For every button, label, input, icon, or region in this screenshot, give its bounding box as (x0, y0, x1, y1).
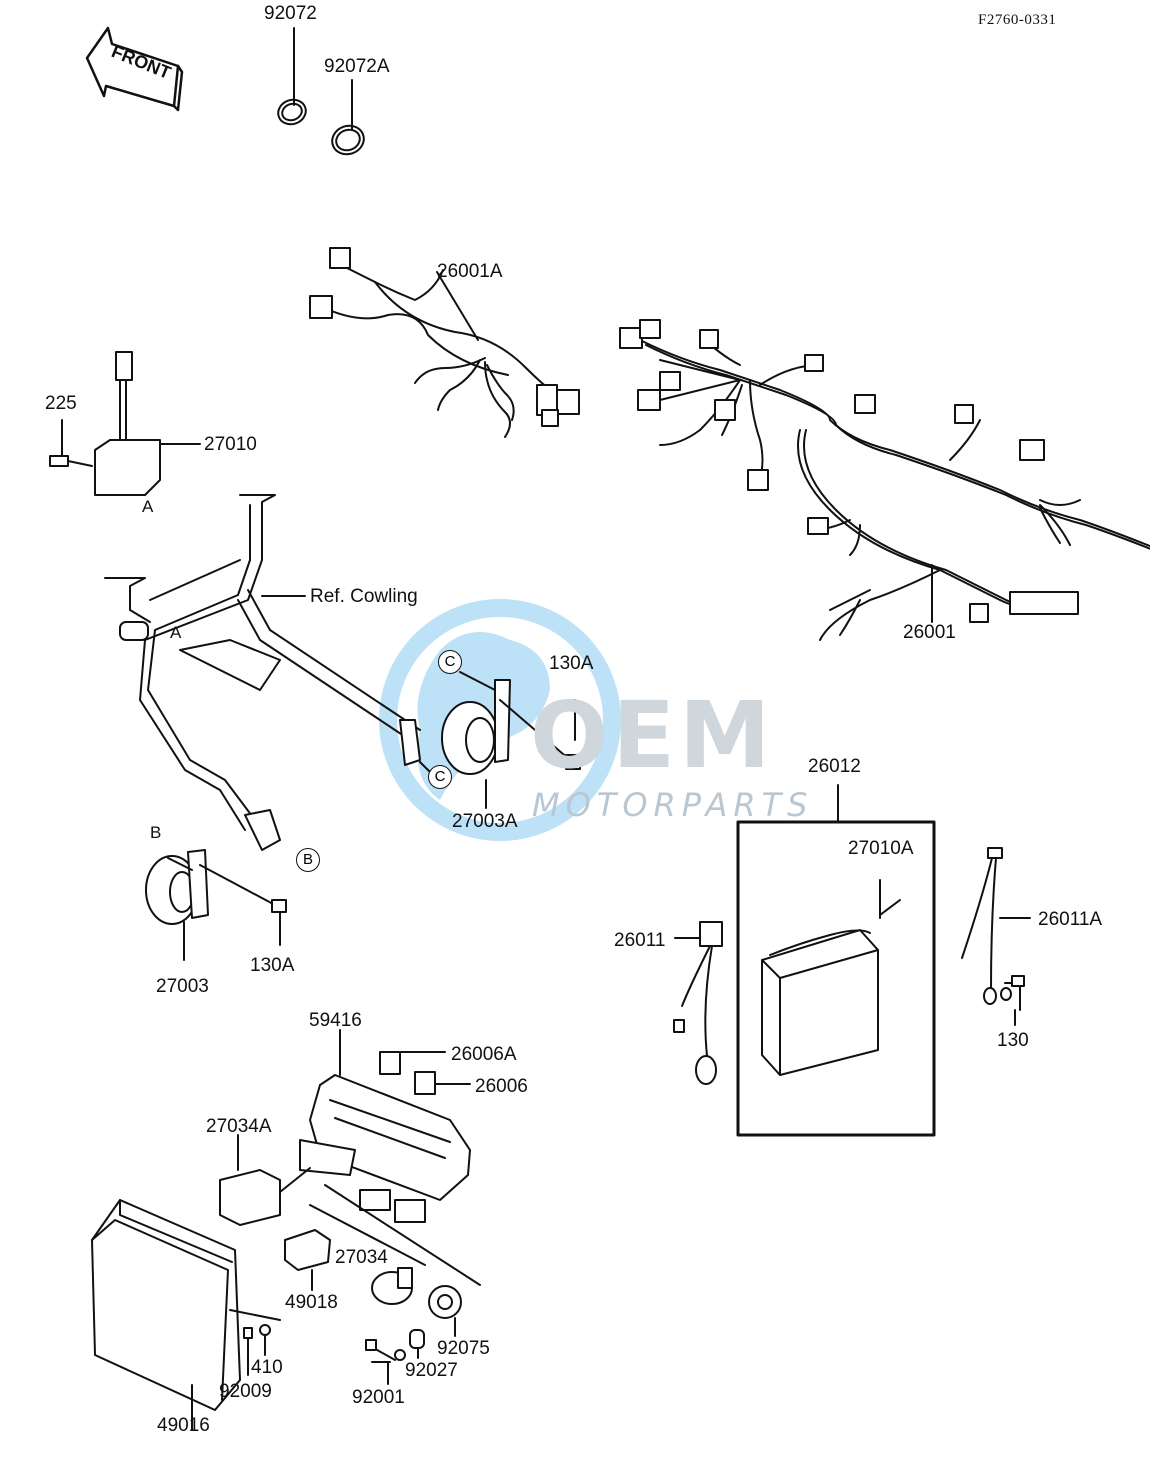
label-26011A: 26011A (1038, 909, 1103, 930)
label-410: 410 (251, 1357, 283, 1378)
label-49016: 49016 (157, 1415, 210, 1436)
label-130A-top: 130A (549, 653, 594, 674)
label-130: 130 (997, 1030, 1029, 1051)
label-26012: 26012 (808, 756, 861, 777)
callout-a-bracket: A (170, 623, 182, 642)
cowling-bracket (104, 494, 421, 851)
label-59416: 59416 (309, 1010, 362, 1031)
wiring-harness-26001A (309, 247, 580, 438)
watermark-text: MOTORPARTS (532, 786, 814, 824)
switch-27010 (94, 351, 201, 496)
label-27010: 27010 (204, 434, 257, 455)
junction-box-59416 (299, 1029, 481, 1286)
watermark-logo: OEM (530, 682, 775, 789)
relay-49018 (284, 1229, 331, 1291)
label-92009: 92009 (219, 1381, 272, 1402)
label-92001: 92001 (352, 1387, 405, 1408)
label-27010A: 27010A (848, 838, 914, 859)
screw-92009 (243, 1327, 253, 1376)
washer-410 (259, 1324, 271, 1356)
label-92072: 92072 (264, 3, 317, 24)
callout-c-bracket: C (428, 765, 452, 789)
callout-b-bracket: B (296, 848, 320, 872)
label-27003A: 27003A (452, 811, 518, 832)
cable-26011 (673, 921, 723, 1085)
label-27034A: 27034A (206, 1116, 272, 1137)
horn-27003 (145, 849, 287, 961)
cable-26011A (961, 847, 1031, 1005)
label-92075: 92075 (437, 1338, 490, 1359)
callout-a-top: A (142, 497, 154, 516)
battery-kit-26012 (736, 784, 936, 1137)
label-27003: 27003 (156, 976, 209, 997)
relay-27034A (219, 1134, 311, 1226)
bolt-130 (1000, 975, 1025, 1026)
label-26001: 26001 (903, 622, 956, 643)
figure-reference: F2760-0331 (978, 12, 1057, 28)
label-26006: 26006 (475, 1076, 528, 1097)
front-arrow-icon (85, 26, 184, 112)
bolt-92001 (365, 1339, 406, 1385)
label-92027: 92027 (405, 1360, 458, 1381)
circlip-92072 (277, 27, 307, 126)
circlip-92072A (331, 79, 365, 156)
collar-92027 (409, 1329, 425, 1359)
label-225: 225 (45, 393, 77, 414)
label-ref-cowling: Ref. Cowling (310, 586, 418, 607)
label-49018: 49018 (285, 1292, 338, 1313)
callout-b-horn: B (150, 823, 162, 842)
label-130A-bottom: 130A (250, 955, 295, 976)
wiring-harness-26001 (619, 319, 1150, 641)
callout-c-top: C (438, 650, 462, 674)
cover-49016 (91, 1199, 281, 1431)
label-26006A: 26006A (451, 1044, 517, 1065)
label-27034: 27034 (335, 1247, 388, 1268)
relay-27034 (371, 1267, 413, 1305)
horn-27003A (419, 671, 581, 809)
label-26001A: 26001A (437, 261, 503, 282)
label-92072A: 92072A (324, 56, 390, 77)
label-26011: 26011 (614, 930, 666, 951)
grommet-92075 (428, 1285, 462, 1337)
screw-225 (49, 419, 93, 467)
